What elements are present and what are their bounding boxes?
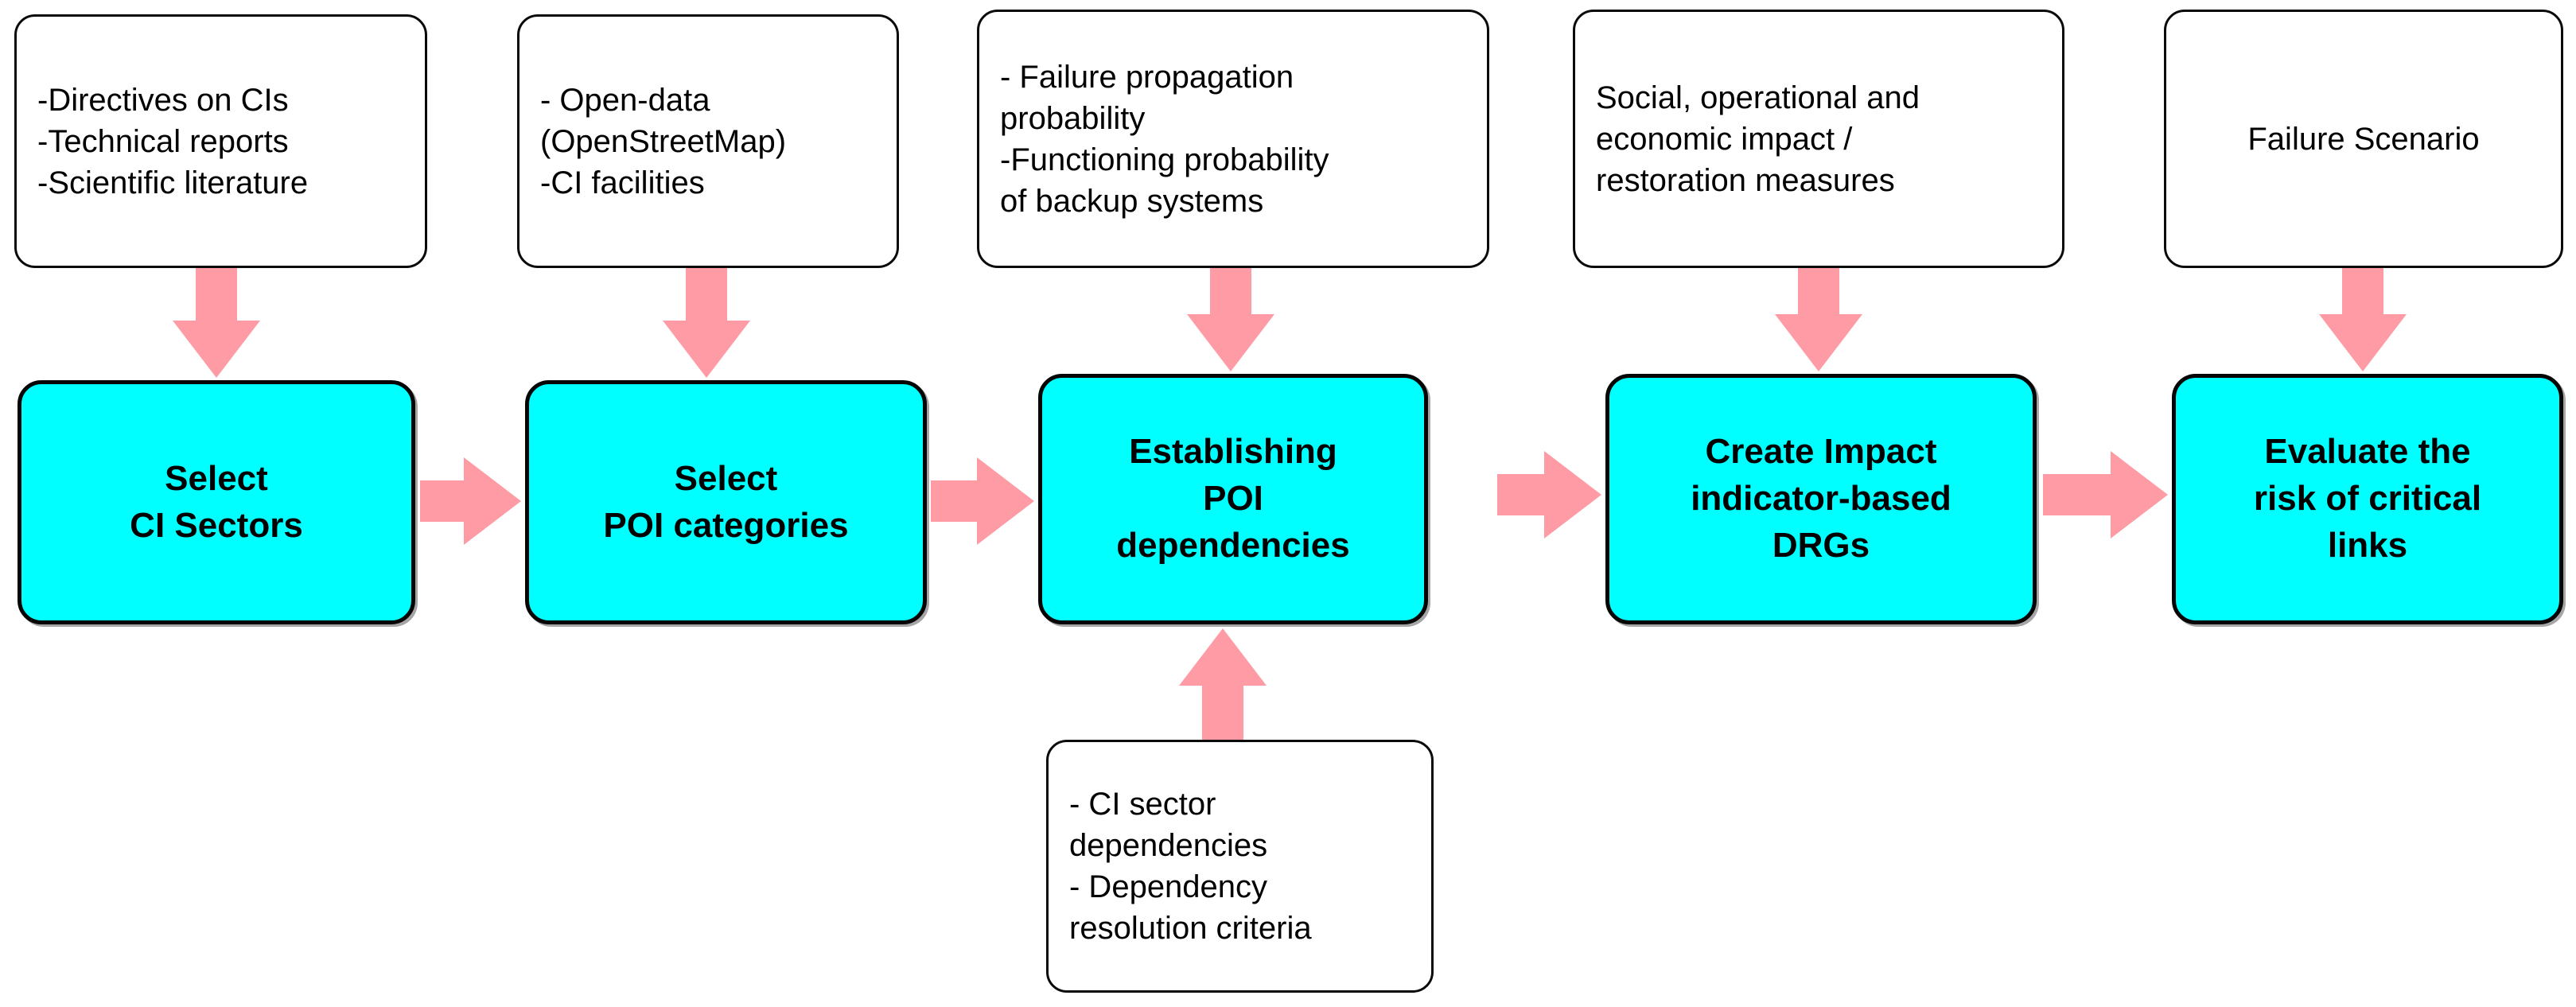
arrow-right-establishing-to-create-drgs [1497, 451, 1601, 538]
process-box-text: Create Impact indicator-based DRGs [1691, 432, 1951, 565]
input-box-failure-probability: - Failure propagation probability -Funct… [977, 10, 1489, 268]
input-box-directives: -Directives on CIs -Technical reports -S… [14, 14, 427, 268]
input-box-ci-sector-dependencies: - CI sector dependencies - Dependency re… [1046, 740, 1434, 993]
input-box-text: Failure Scenario [2247, 121, 2480, 157]
arrow-right-create-drgs-to-evaluate [2043, 451, 2168, 538]
input-box-open-data: - Open-data (OpenStreetMap) -CI faciliti… [517, 14, 899, 268]
process-box-text: Establishing POI dependencies [1116, 432, 1350, 565]
process-box-text: Select CI Sectors [130, 458, 303, 545]
arrow-down-impact-to-create-drgs [1775, 268, 1862, 371]
process-box-establishing-poi-dependencies: Establishing POI dependencies [1038, 374, 1428, 624]
process-box-create-impact-drgs: Create Impact indicator-based DRGs [1605, 374, 2037, 624]
arrow-down-directives-to-select-ci [173, 268, 260, 378]
input-box-text: - CI sector dependencies - Dependency re… [1069, 787, 1312, 946]
input-box-text: - Open-data (OpenStreetMap) -CI faciliti… [540, 82, 787, 200]
arrow-down-opendata-to-select-poi [663, 268, 750, 378]
input-box-text: -Directives on CIs -Technical reports -S… [37, 82, 309, 200]
process-box-select-poi-categories: Select POI categories [525, 380, 927, 624]
input-box-text: Social, operational and economic impact … [1596, 80, 1920, 198]
arrow-down-failureprob-to-establishing [1187, 268, 1274, 371]
process-box-evaluate-risk-critical-links: Evaluate the risk of critical links [2172, 374, 2563, 624]
arrow-down-scenario-to-evaluate [2319, 268, 2407, 371]
arrow-right-select-poi-to-establishing [931, 457, 1034, 545]
process-box-text: Evaluate the risk of critical links [2253, 432, 2482, 565]
process-box-select-ci-sectors: Select CI Sectors [18, 380, 415, 624]
input-box-failure-scenario: Failure Scenario [2164, 10, 2563, 268]
arrow-up-ci-sector-deps-to-establishing [1179, 628, 1267, 740]
process-box-text: Select POI categories [603, 458, 849, 545]
input-box-impact-restoration: Social, operational and economic impact … [1573, 10, 2064, 268]
arrow-right-select-ci-to-select-poi [420, 457, 521, 545]
input-box-text: - Failure propagation probability -Funct… [1000, 59, 1329, 219]
